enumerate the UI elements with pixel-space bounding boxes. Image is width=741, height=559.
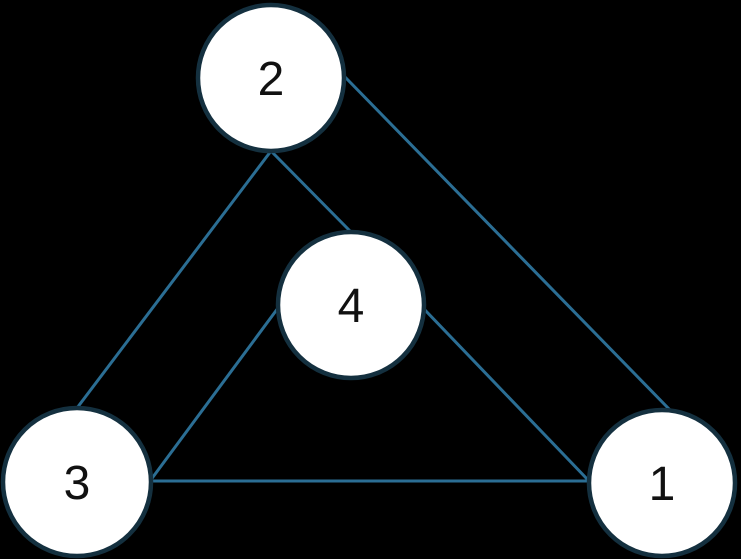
node-1[interactable]: 1 <box>586 407 738 559</box>
edge-4-1 <box>422 307 591 483</box>
node-2[interactable]: 2 <box>195 2 347 154</box>
node-circle-4[interactable] <box>275 229 427 381</box>
node-label-3: 3 <box>64 457 91 510</box>
edge-3-4 <box>148 307 280 482</box>
node-4[interactable]: 4 <box>275 229 427 381</box>
node-label-2: 2 <box>258 53 285 106</box>
node-circle-1[interactable] <box>586 407 738 559</box>
edge-2-4 <box>269 149 353 234</box>
edge-2-3 <box>75 150 273 409</box>
edges-layer <box>75 75 672 483</box>
node-circle-2[interactable] <box>195 2 347 154</box>
node-3[interactable]: 3 <box>0 405 154 559</box>
node-label-4: 4 <box>338 280 365 333</box>
node-circle-3[interactable] <box>0 405 154 559</box>
node-label-1: 1 <box>649 458 676 511</box>
edge-2-1 <box>343 75 672 412</box>
